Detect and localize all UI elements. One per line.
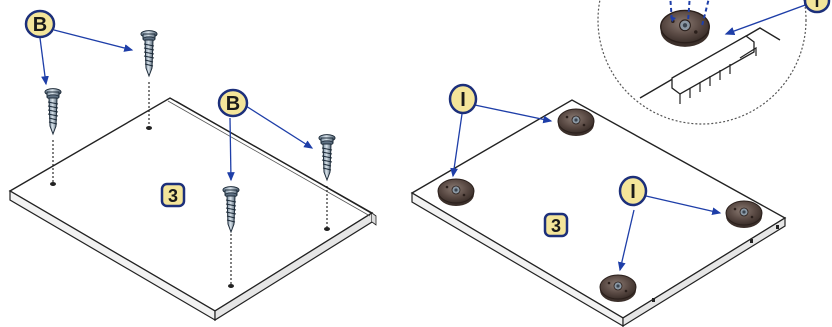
glide-foot-icon [557,108,595,137]
foot-callout-1: I [448,83,478,115]
hole [50,182,56,186]
callout-label: I [630,181,636,203]
board-right [410,99,787,327]
glide-foot-icon [660,9,710,48]
screw-guide-lines [52,82,328,284]
glide-foot-icon [725,200,763,229]
callout-arrows-left [39,29,314,182]
screw-icon [318,134,336,181]
foot-callout-2: I [618,175,648,207]
callout-label: B [33,14,47,36]
zoom-detail: I [597,0,831,125]
glide-foot-icon [437,178,475,207]
screw-icon [140,30,158,77]
step-label: 3 [168,186,178,206]
hole [324,227,330,231]
right-panel: I I 3 [410,0,831,327]
left-panel: B B 3 [8,9,377,322]
step-number-left: 3 [160,182,186,208]
hole [228,284,234,288]
callout-label: B [226,93,240,115]
step-label: 3 [551,216,561,236]
callout-arrows-right [450,103,722,272]
callout-label: I [815,0,820,11]
step-number-right: 3 [543,212,569,238]
zoom-callout: I [803,0,831,14]
screw-callout-2: B [217,88,249,118]
callout-label: I [460,89,466,111]
board-left [8,97,377,322]
glide-foot-icon [599,274,637,303]
screw-callout-1: B [24,9,56,39]
screw-icon [44,88,62,135]
hole [146,126,152,130]
